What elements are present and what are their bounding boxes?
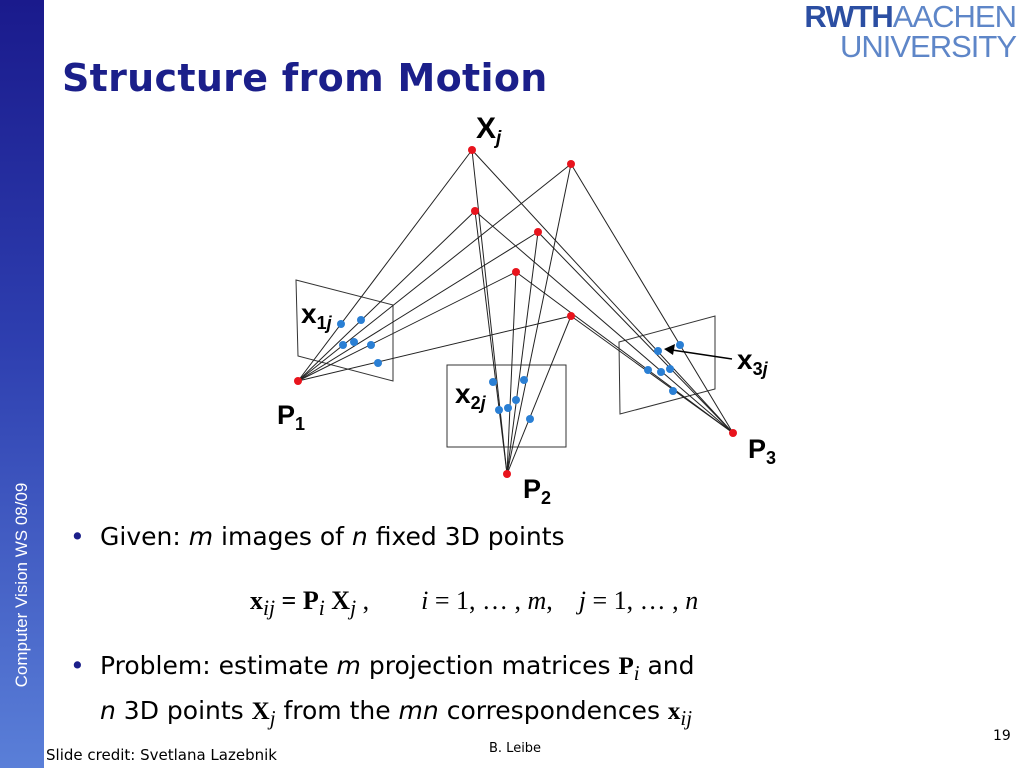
bullet-list: Given: m images of n fixed 3D points [70,518,970,556]
author-label: B. Leibe [489,741,542,756]
x3j-arrow [671,349,733,360]
slide-title: Structure from Motion [62,56,548,100]
university-logo: RWTHAACHEN UNIVERSITY [804,0,1017,64]
label-x1j: x1j [301,298,333,333]
label-x2j: x2j [455,378,487,413]
projection-equation: xij = Pi Xj , i = 1, … , m, j = 1, … , n [250,586,699,621]
bullet-given: Given: m images of n fixed 3D points [70,518,970,556]
slide-credit: Slide credit: Svetlana Lazebnik [46,746,277,764]
image-plane-1 [295,279,394,382]
sidebar-band: Computer Vision WS 08/09 [0,0,44,768]
world-points [468,146,575,320]
projection-rays [297,149,734,475]
image-plane-2 [446,364,567,448]
image-plane-3 [618,315,716,415]
label-P1: P1 [277,400,305,434]
bullet-problem: Problem: estimate m projection matrices … [70,647,970,737]
label-P2: P2 [523,474,551,508]
label-P3: P3 [748,434,776,468]
image-points [337,316,684,423]
x3j-arrowhead [664,344,675,355]
page-number: 19 [993,728,1011,744]
camera-centers [294,377,737,478]
label-Xj: Xj [476,112,502,149]
label-x3j: x3j [737,344,769,379]
